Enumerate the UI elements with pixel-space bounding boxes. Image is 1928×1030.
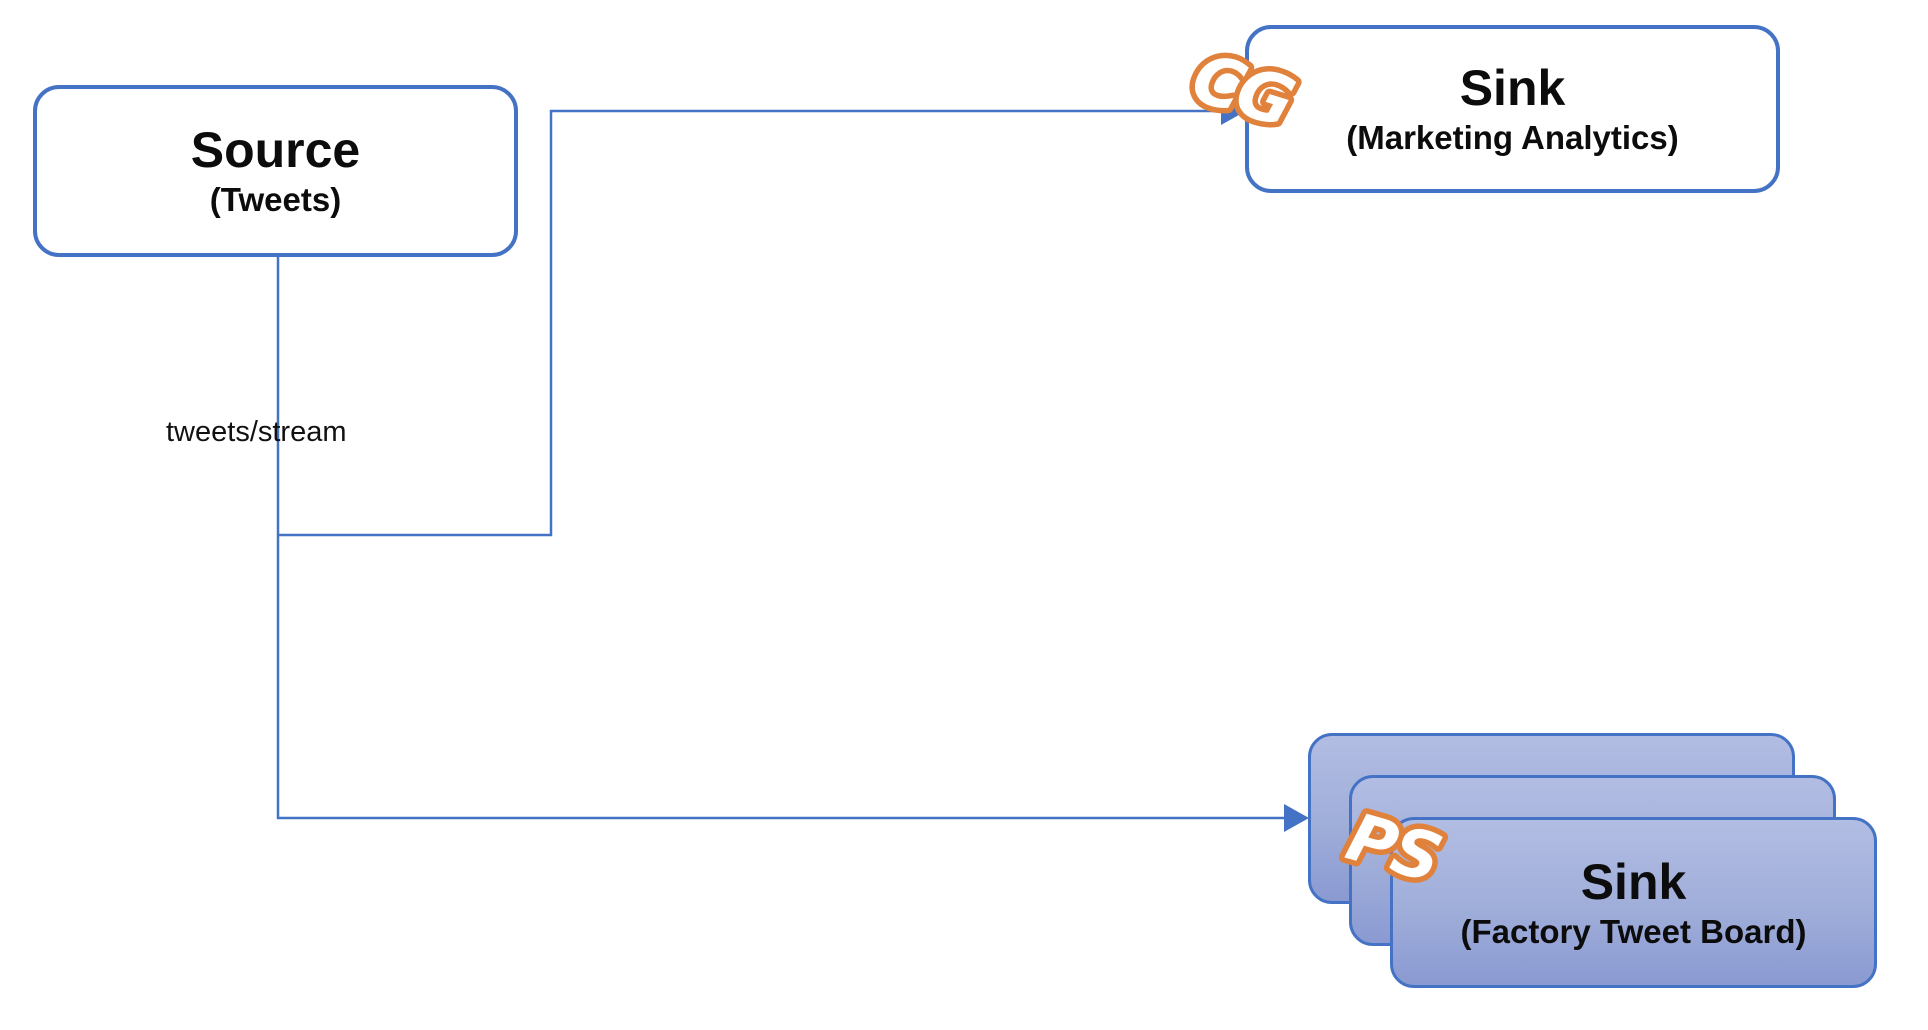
- source-node-subtitle: (Tweets): [209, 181, 342, 218]
- ps-logo-icon: PS: [1333, 793, 1454, 903]
- marketing-sink-title: Sink: [1459, 60, 1566, 116]
- cg-logo-icon: CG: [1178, 33, 1307, 148]
- marketing-sink-node: Sink (Marketing Analytics): [1245, 25, 1780, 193]
- factory-sink-subtitle: (Factory Tweet Board): [1460, 912, 1807, 950]
- cg-logo-text: CG: [1183, 39, 1301, 143]
- source-node: Source (Tweets): [33, 85, 518, 257]
- edge-label-tweets-stream: tweets/stream: [166, 416, 347, 448]
- factory-sink-title: Sink: [1580, 853, 1687, 910]
- source-node-title: Source: [190, 122, 361, 178]
- arrowhead-factory-sink: [1284, 804, 1309, 832]
- ps-logo-text: PS: [1339, 798, 1449, 897]
- factory-sink-node: Sink (Factory Tweet Board): [1390, 817, 1877, 988]
- marketing-sink-subtitle: (Marketing Analytics): [1346, 119, 1679, 156]
- edge-source-to-marketing-sink: [279, 109, 1222, 537]
- edge-source-to-factory-sink: [276, 257, 1286, 820]
- arrowhead-marketing-sink: [1221, 97, 1246, 125]
